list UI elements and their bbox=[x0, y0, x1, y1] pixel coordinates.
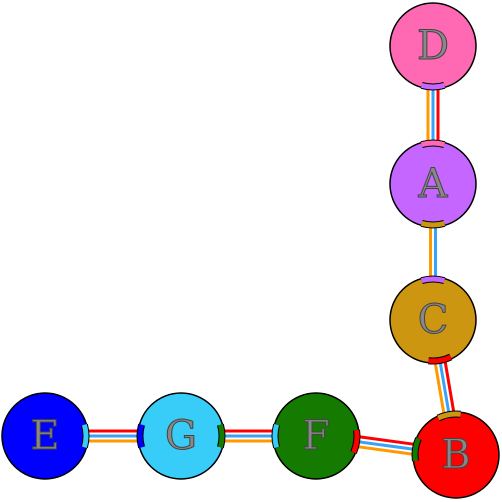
edge-E-G bbox=[84, 429, 142, 443]
edge-strand bbox=[438, 358, 451, 417]
edge-F-B bbox=[353, 434, 419, 457]
edge-C-B bbox=[433, 357, 456, 418]
port-marker bbox=[137, 423, 145, 449]
node-C[interactable]: C bbox=[389, 276, 477, 364]
node-B[interactable]: B bbox=[412, 411, 500, 499]
port-marker bbox=[420, 82, 446, 90]
node-F[interactable]: F bbox=[272, 392, 360, 480]
port-marker bbox=[412, 437, 421, 462]
node-D[interactable]: D bbox=[389, 2, 477, 90]
node-label: F bbox=[302, 413, 330, 459]
edge-strand bbox=[443, 357, 456, 416]
port-marker bbox=[420, 220, 446, 228]
node-A[interactable]: A bbox=[389, 140, 477, 228]
port-marker bbox=[420, 140, 446, 148]
port-marker bbox=[272, 423, 280, 449]
edge-D-A bbox=[426, 85, 440, 145]
port-marker bbox=[428, 354, 452, 364]
edge-G-F bbox=[220, 429, 277, 443]
port-marker bbox=[81, 423, 89, 449]
node-label: E bbox=[30, 413, 59, 459]
node-label: B bbox=[441, 432, 470, 478]
edge-A-C bbox=[429, 223, 437, 281]
port-marker bbox=[217, 423, 225, 449]
edge-strand bbox=[354, 439, 418, 452]
port-marker bbox=[351, 429, 360, 454]
edge-strand bbox=[355, 434, 419, 447]
node-label: D bbox=[417, 23, 449, 69]
node-label: G bbox=[165, 413, 197, 459]
edge-strand bbox=[353, 444, 417, 457]
node-G[interactable]: G bbox=[137, 392, 225, 480]
edges-layer bbox=[84, 85, 456, 457]
node-label: C bbox=[418, 297, 449, 343]
edge-strand bbox=[433, 359, 446, 418]
node-label: A bbox=[418, 161, 449, 207]
node-E[interactable]: E bbox=[1, 392, 89, 480]
port-marker bbox=[420, 276, 446, 284]
port-marker bbox=[437, 411, 461, 421]
